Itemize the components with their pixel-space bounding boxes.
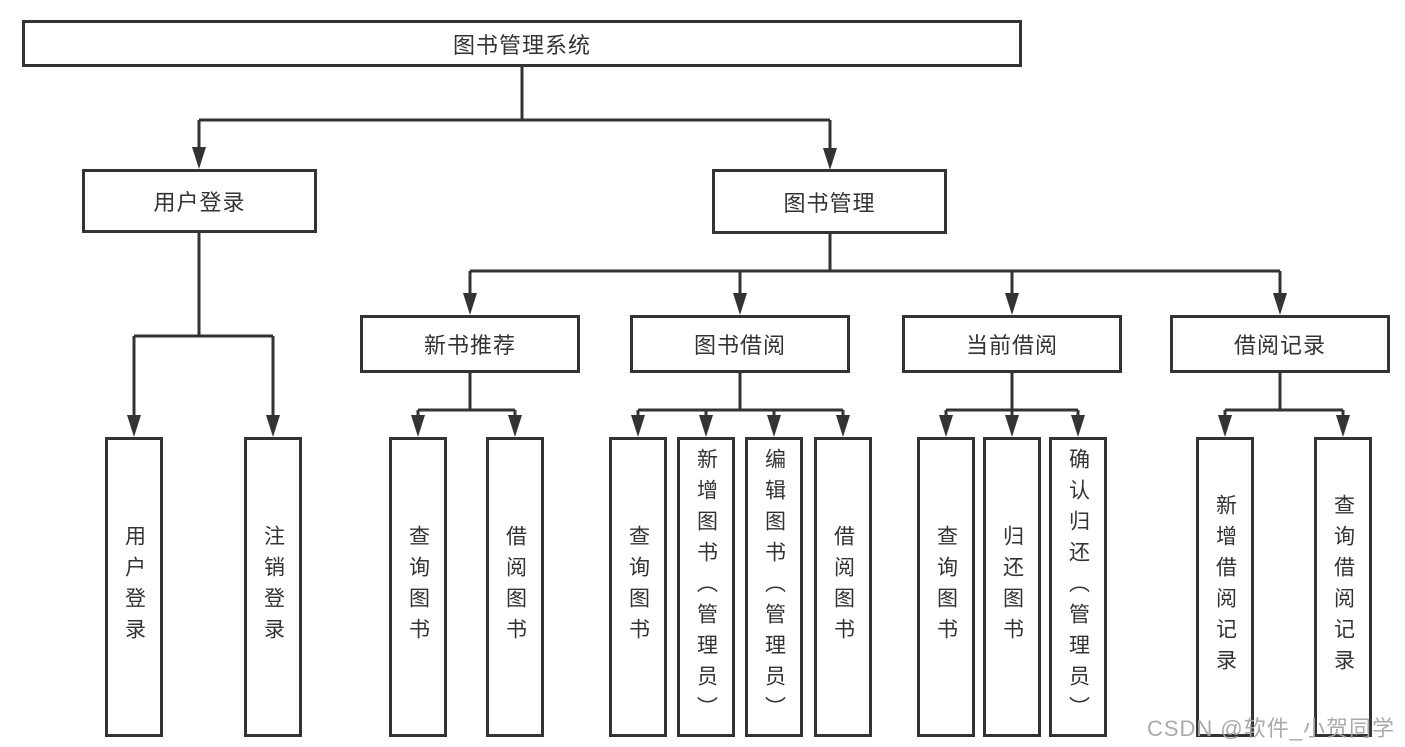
node-leaf-add-book-admin: 新增图书（管理员） xyxy=(677,437,735,737)
arrowheads xyxy=(127,147,1350,437)
leaf-label: 查询图书 xyxy=(934,525,958,649)
node-leaf-add-borrow-record: 新增借阅记录 xyxy=(1196,437,1254,737)
node-library-management-system: 图书管理系统 xyxy=(22,20,1022,67)
node-leaf-user-login: 用户登录 xyxy=(105,437,163,737)
node-new-book-recommendation: 新书推荐 xyxy=(360,315,580,373)
watermark: CSDN @软件_小贺同学 xyxy=(1146,716,1395,741)
node-current-borrowing: 当前借阅 xyxy=(902,315,1122,373)
leaf-label: 用户登录 xyxy=(122,525,146,649)
node-leaf-confirm-return-admin: 确认归还（管理员） xyxy=(1049,437,1107,737)
node-leaf-edit-book-admin: 编辑图书（管理员） xyxy=(745,437,803,737)
leaf-label: 查询图书 xyxy=(626,525,650,649)
node-leaf-query-books-current: 查询图书 xyxy=(917,437,975,737)
node-book-borrowing: 图书借阅 xyxy=(630,315,850,373)
leaf-label: 借阅图书 xyxy=(831,525,855,649)
node-leaf-logout: 注销登录 xyxy=(244,437,302,737)
leaf-label: 注销登录 xyxy=(261,525,285,649)
leaf-label: 新增图书（管理员） xyxy=(694,447,718,727)
leaf-label: 确认归还（管理员） xyxy=(1066,447,1090,727)
node-leaf-query-borrow-record: 查询借阅记录 xyxy=(1314,437,1372,737)
node-book-management: 图书管理 xyxy=(712,169,947,234)
node-borrowing-records: 借阅记录 xyxy=(1170,315,1390,373)
leaf-label: 查询借阅记录 xyxy=(1331,494,1355,680)
leaf-label: 编辑图书（管理员） xyxy=(762,447,786,727)
node-user-login: 用户登录 xyxy=(82,169,317,233)
leaf-label: 归还图书 xyxy=(1000,525,1024,649)
node-leaf-query-books-recommend: 查询图书 xyxy=(389,437,447,737)
leaf-label: 查询图书 xyxy=(406,525,430,649)
node-leaf-return-book: 归还图书 xyxy=(983,437,1041,737)
node-leaf-borrow-book: 借阅图书 xyxy=(814,437,872,737)
leaf-label: 新增借阅记录 xyxy=(1213,494,1237,680)
node-leaf-borrow-book-recommend: 借阅图书 xyxy=(486,437,544,737)
leaf-label: 借阅图书 xyxy=(503,525,527,649)
node-leaf-query-books-borrowing: 查询图书 xyxy=(609,437,667,737)
